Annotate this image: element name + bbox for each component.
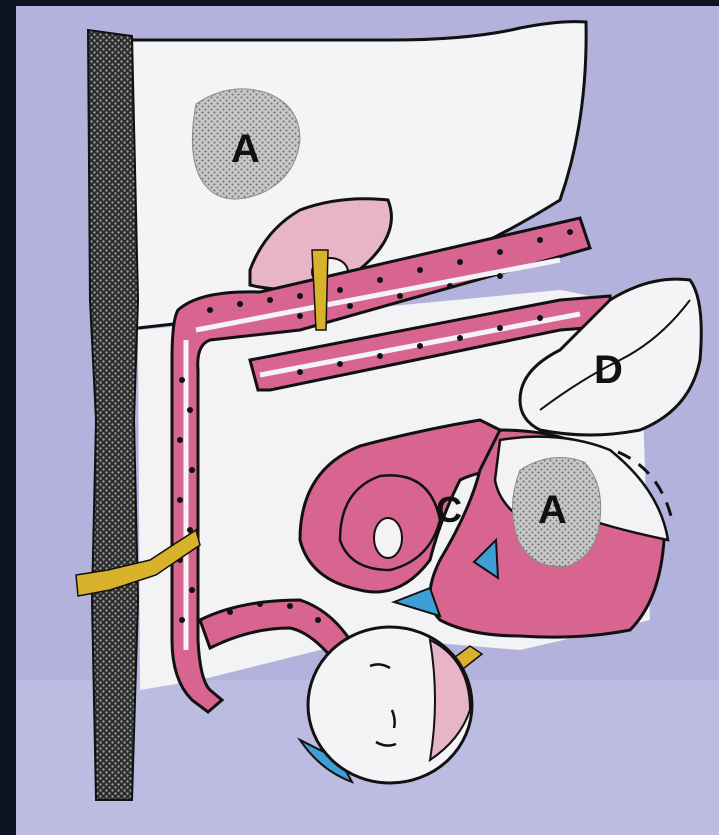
label-c: C [436,489,462,530]
label-d: D [594,348,623,392]
coil-lumen [374,518,402,558]
label-a-upper: A [231,127,260,171]
label-a-lower: A [538,488,567,532]
body-wall [88,30,138,800]
